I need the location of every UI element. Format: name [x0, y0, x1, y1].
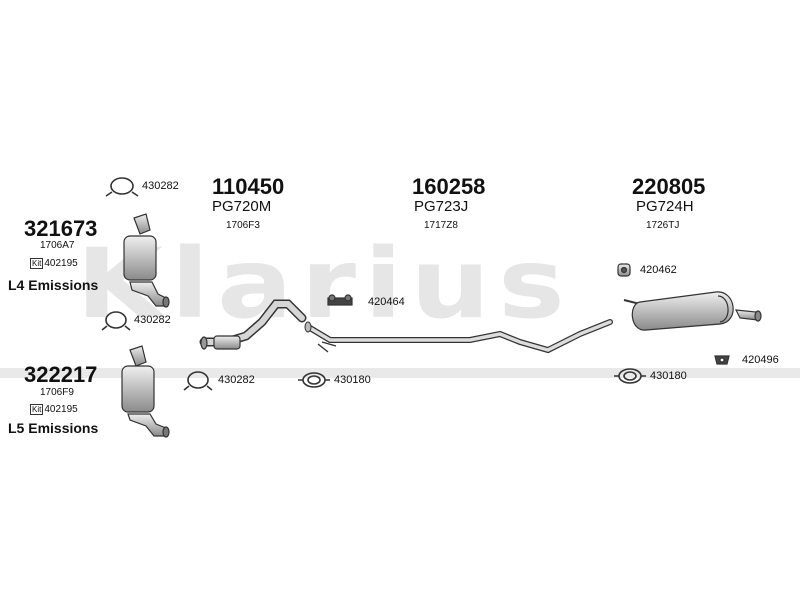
kit-number: 402195: [44, 258, 78, 270]
fitting-code: 420496: [742, 354, 779, 366]
part-number: 220805: [632, 174, 706, 199]
fitting-code: 430180: [650, 370, 687, 382]
part-number: 322217: [24, 362, 98, 387]
catalyst-icon: [123, 213, 170, 308]
fitting-code: 420462: [640, 264, 677, 276]
emission-label: L5 Emissions: [8, 420, 99, 436]
rear-silencer-icon: [623, 291, 762, 331]
sub-code: 1706F9: [40, 387, 74, 398]
ref-code: PG720M: [212, 198, 272, 215]
rubber-mount-icon: [617, 263, 631, 277]
ref-code: PG723J: [414, 198, 469, 215]
emission-label: L4 Emissions: [8, 277, 99, 293]
kit-number: 402195: [44, 404, 78, 416]
sub-code: 1706A7: [40, 240, 75, 251]
sub-code: 1726TJ: [646, 220, 680, 231]
fitting-code: 430282: [218, 374, 255, 386]
catalyst-icon: [121, 345, 170, 438]
hanger-icon: [327, 294, 353, 306]
kit-badge: Kit: [30, 258, 44, 269]
front-pipe-icon: [199, 299, 307, 350]
fitting-code: 430282: [134, 314, 171, 326]
clamp-icon: [183, 371, 213, 391]
part-number: 160258: [412, 174, 486, 199]
gasket-icon: [614, 368, 646, 384]
part-number: 110450: [212, 174, 285, 199]
sub-code: 1706F3: [226, 220, 260, 231]
kit-badge: Kit: [30, 404, 44, 415]
clamp-icon: [101, 311, 131, 331]
ref-code: PG724H: [636, 198, 694, 215]
fitting-code: 420464: [368, 296, 405, 308]
guide-band: [0, 368, 800, 378]
clamp-icon: [105, 177, 139, 197]
fitting-code: 430282: [142, 180, 179, 192]
watermark-logo: Klarius: [76, 228, 573, 341]
intermediate-pipe-icon: [304, 319, 613, 354]
hanger-icon: [714, 355, 730, 365]
part-number: 321673: [24, 216, 98, 241]
fitting-code: 430180: [334, 374, 371, 386]
gasket-icon: [298, 372, 330, 388]
sub-code: 1717Z8: [424, 220, 458, 231]
